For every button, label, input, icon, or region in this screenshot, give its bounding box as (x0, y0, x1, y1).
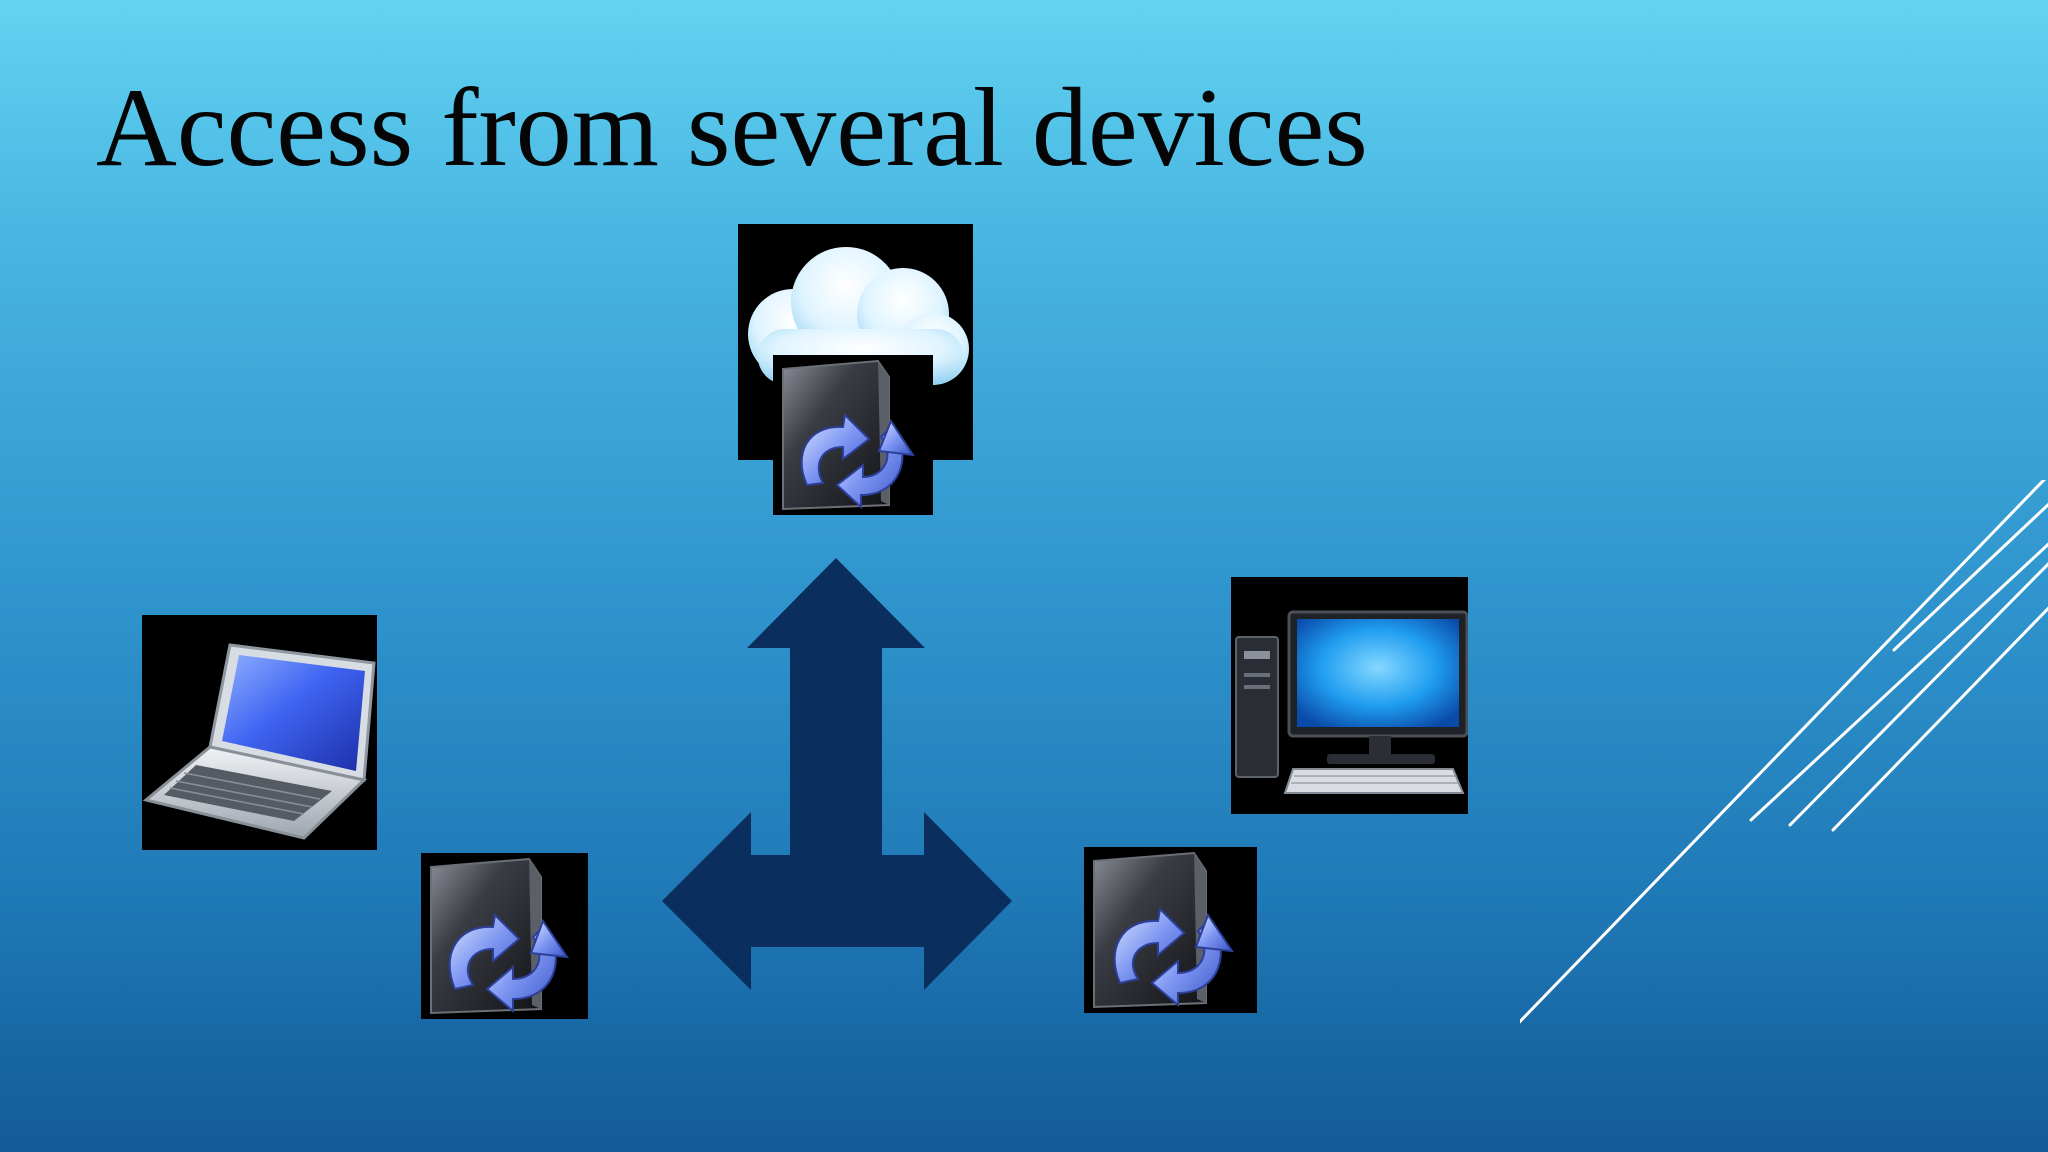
cloud-sync-device-tile (773, 355, 933, 515)
left-sync-device-tile (421, 853, 588, 1019)
sync-device-icon (782, 359, 915, 511)
sync-device-icon (1093, 851, 1235, 1009)
desktop-computer-icon (1235, 610, 1468, 794)
desktop-tile (1231, 577, 1468, 814)
laptop-tile (142, 615, 377, 850)
laptop-icon (142, 643, 376, 840)
three-way-arrow-icon (662, 558, 1012, 990)
right-sync-device-tile (1084, 847, 1257, 1013)
slide-title: Access from several devices (96, 66, 1368, 190)
diagonal-lines-decoration (1520, 480, 2048, 1024)
sync-device-icon (430, 857, 570, 1015)
